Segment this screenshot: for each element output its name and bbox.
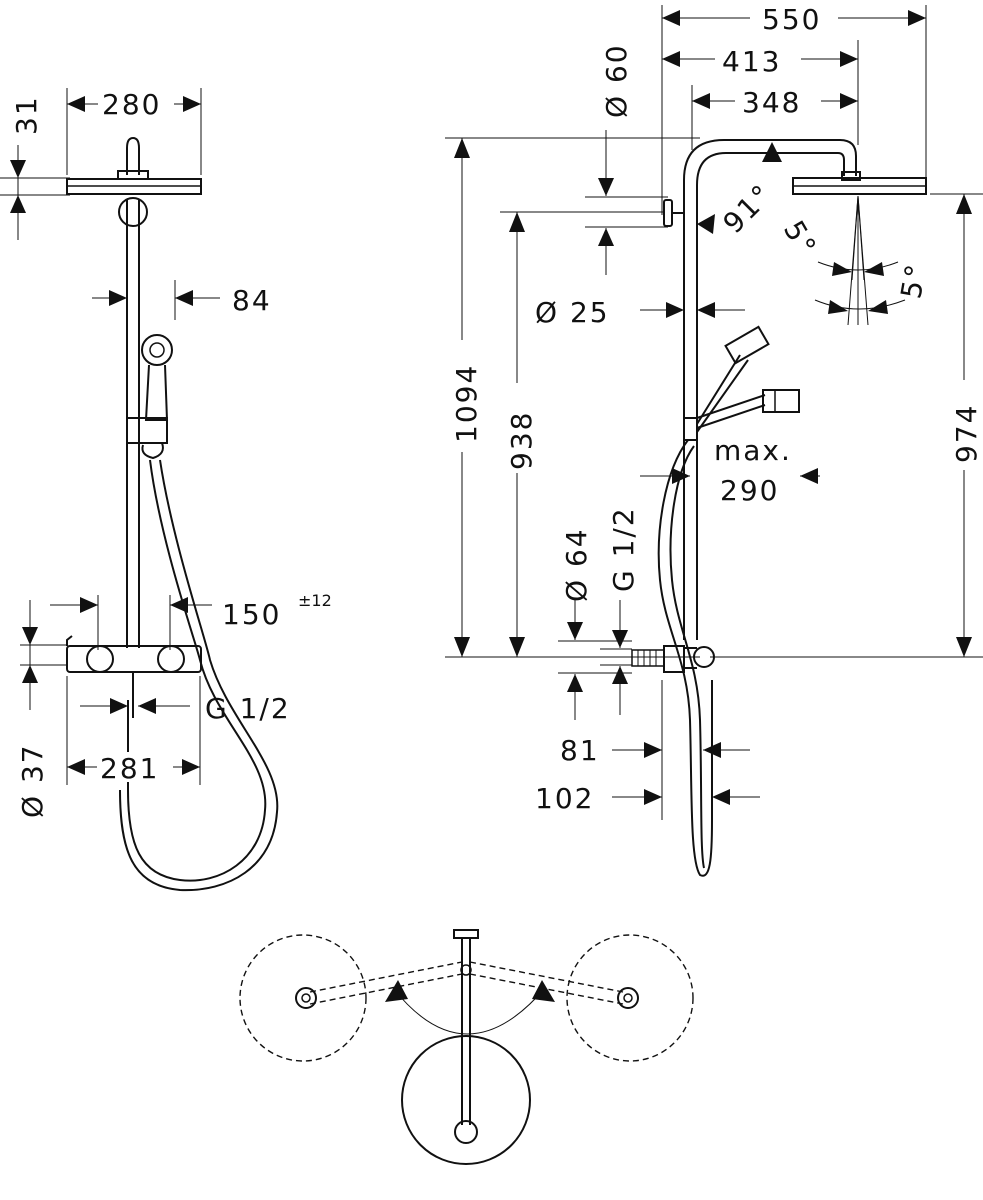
left-handle [295, 987, 317, 1009]
dim-150-label: 150 [222, 598, 281, 631]
dim-81-label: 81 [560, 734, 600, 767]
top-shower-head [401, 1035, 531, 1165]
dim-413-label: 413 [722, 45, 781, 78]
dim-150-tolerance: ±12 [298, 591, 332, 610]
dim-91-label: 91° [717, 177, 780, 240]
dim-31: 31 [0, 95, 70, 240]
front-hand-shower [126, 334, 173, 460]
front-shower-head [66, 136, 202, 227]
dim-64-g12: Ø 64 G 1/2 [558, 506, 640, 720]
dim-974-label: 974 [950, 404, 983, 463]
dim-938-label: 938 [505, 411, 538, 470]
swing-circle-right [566, 934, 694, 1062]
dim-37: Ø 37 [16, 600, 66, 818]
rotation-arrow-right [532, 980, 555, 1002]
dim-102-label: 102 [535, 782, 594, 815]
spray-angle-2-label: 5° [894, 260, 933, 301]
dim-348-label: 348 [742, 86, 801, 119]
dim-550-label: 550 [762, 3, 821, 36]
dim-g12-front-label: G 1/2 [205, 692, 291, 725]
dim-102: 102 [535, 782, 760, 815]
front-view: 280 31 84 [0, 88, 332, 892]
front-hose [119, 459, 279, 892]
rotation-arrow-left [385, 980, 408, 1002]
dim-413: 413 [662, 40, 859, 145]
front-rail [126, 200, 140, 648]
dim-281-label: 281 [100, 752, 159, 785]
dim-281: 281 [66, 676, 201, 785]
dim-974: 974 [710, 193, 983, 658]
side-view: 550 413 348 Ø 60 [445, 2, 983, 877]
side-thermostat [631, 645, 715, 673]
right-handle [617, 987, 639, 1009]
side-hand-shower [683, 325, 800, 441]
swing-circle-left [239, 934, 367, 1062]
dim-280-label: 280 [102, 88, 161, 121]
dim-60: Ø 60 [585, 43, 668, 275]
dim-1094: 1094 [445, 137, 700, 658]
dim-150: 150 ±12 [50, 591, 332, 650]
dim-31-label: 31 [10, 95, 43, 135]
side-shower-head [792, 171, 927, 195]
dim-1094-label: 1094 [450, 364, 483, 443]
side-hose [657, 439, 713, 877]
dim-37-label: Ø 37 [16, 743, 49, 818]
dim-348: 348 [691, 85, 858, 150]
dim-550: 550 [661, 2, 927, 215]
front-thermostat [66, 635, 202, 718]
side-rail [663, 139, 857, 640]
dim-max-label: max. [714, 434, 792, 467]
dim-25-label: Ø 25 [535, 296, 610, 329]
dim-max-value: 290 [720, 474, 779, 507]
dim-280: 280 [66, 88, 202, 175]
dim-84-label: 84 [232, 284, 272, 317]
spray-angle-1-label: 5° [777, 215, 823, 263]
top-view [239, 929, 694, 1165]
dim-g12-side-label: G 1/2 [607, 506, 640, 592]
dim-91: 91° [697, 177, 779, 240]
wall-mount [453, 929, 479, 939]
dim-64-label: Ø 64 [560, 527, 593, 602]
dim-max-290: max. 290 [640, 434, 820, 507]
spray-angles: 5° 5° [777, 195, 933, 326]
dim-84: 84 [92, 280, 272, 320]
dim-g12-front: G 1/2 [80, 692, 291, 725]
dim-60-label: Ø 60 [600, 43, 633, 118]
dim-25: Ø 25 [535, 296, 745, 329]
dim-938: 938 [500, 211, 664, 657]
